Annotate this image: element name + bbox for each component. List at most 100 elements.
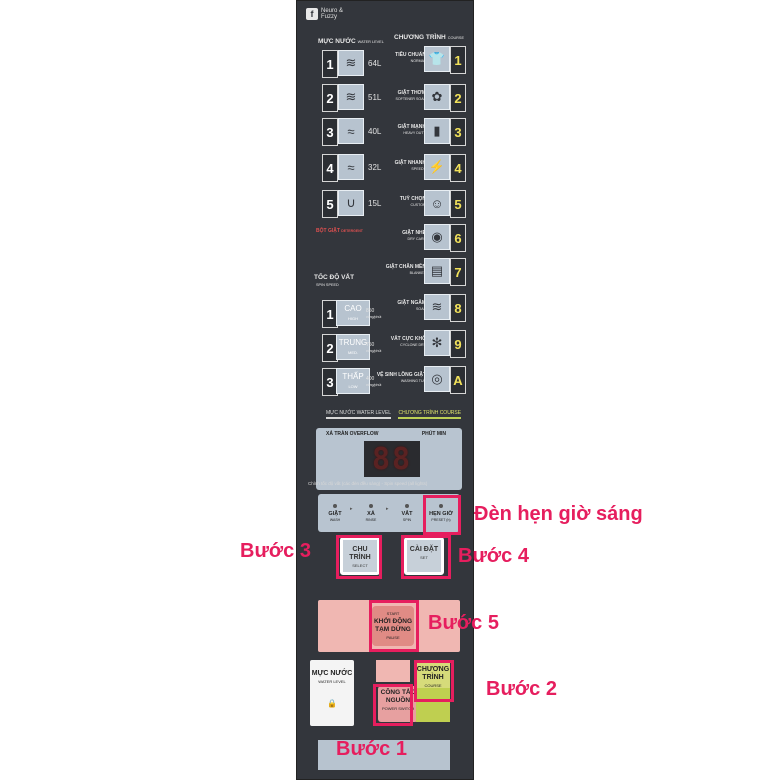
display-box: XẢ TRÀN OVERFLOW PHÚT MIN 88 bbox=[316, 428, 462, 490]
legend-water-level: MỰC NƯỚC WATER LEVEL bbox=[326, 410, 392, 419]
course-num: 9 bbox=[450, 330, 466, 358]
course-num: 3 bbox=[450, 118, 466, 146]
seven-segment-display: 88 bbox=[364, 441, 420, 477]
water-level-icon: ∪ bbox=[338, 190, 364, 216]
arrow-right-icon: ▸ bbox=[350, 506, 353, 512]
water-level-num: 3 bbox=[322, 118, 338, 146]
water-level-icon: ≈ bbox=[338, 154, 364, 180]
custom-icon: ☺ bbox=[424, 190, 450, 216]
panel-bottom-strip bbox=[318, 740, 450, 770]
water-level-value: 64L bbox=[368, 59, 382, 68]
course-num: 5 bbox=[450, 190, 466, 218]
step5-annotation: Bước 5 bbox=[428, 612, 499, 634]
course-num: 1 bbox=[450, 46, 466, 74]
water-level-num: 1 bbox=[322, 50, 338, 78]
blanket-icon: ▤ bbox=[424, 258, 450, 284]
detergent-label: BỘT GIẶT DETERGENT bbox=[316, 228, 363, 234]
led-icon bbox=[333, 504, 337, 508]
water-level-row-1[interactable]: 1 ≋ 64L bbox=[296, 50, 474, 80]
water-level-num: 2 bbox=[322, 84, 338, 112]
dry-care-icon: ◉ bbox=[424, 224, 450, 250]
water-level-row-3[interactable]: 3 ≈ 40L bbox=[296, 118, 474, 148]
course-num: 8 bbox=[450, 294, 466, 322]
step1-annotation: Bước 1 bbox=[336, 738, 407, 760]
water-level-icon: ≋ bbox=[338, 84, 364, 110]
course-num: 7 bbox=[450, 258, 466, 286]
water-level-value: 15L bbox=[368, 199, 382, 208]
step4-annotation: Bước 4 bbox=[458, 545, 529, 567]
water-level-row-4[interactable]: 4 ≈ 32L bbox=[296, 154, 474, 184]
arrow-right-icon: ▸ bbox=[386, 506, 389, 512]
overflow-label: XẢ TRÀN OVERFLOW bbox=[326, 431, 379, 437]
lock-icon: 🔒 bbox=[327, 699, 337, 708]
led-icon bbox=[369, 504, 373, 508]
brand: f Neuro & Fuzzy bbox=[306, 8, 351, 20]
water-level-value: 51L bbox=[368, 93, 382, 102]
brand-name: Neuro & Fuzzy bbox=[321, 8, 344, 20]
water-level-row-2[interactable]: 2 ≋ 51L bbox=[296, 84, 474, 114]
water-level-value: 32L bbox=[368, 163, 382, 172]
water-level-icon: ≈ bbox=[338, 118, 364, 144]
course-num: A bbox=[450, 366, 466, 394]
brand-logo: f bbox=[306, 8, 318, 20]
water-level-row-5[interactable]: 5 ∪ 15L bbox=[296, 190, 474, 220]
power-indicator-area bbox=[376, 660, 410, 682]
shirt-icon: 👕 bbox=[424, 46, 450, 72]
panel-legend: MỰC NƯỚC WATER LEVEL CHƯƠNG TRÌNH COURSE bbox=[326, 410, 462, 419]
step2-annotation: Bước 2 bbox=[486, 678, 557, 700]
tub-icon: ◎ bbox=[424, 366, 450, 392]
course-num: 2 bbox=[450, 84, 466, 112]
heavy-duty-icon: ▮ bbox=[424, 118, 450, 144]
water-level-value: 40L bbox=[368, 127, 382, 136]
step3-annotation: Bước 3 bbox=[240, 540, 311, 562]
water-level-num: 5 bbox=[322, 190, 338, 218]
speedy-icon: ⚡ bbox=[424, 154, 450, 180]
clock-icon bbox=[439, 504, 443, 508]
minutes-label: PHÚT MIN bbox=[421, 431, 446, 437]
led-icon bbox=[405, 504, 409, 508]
course-num: 4 bbox=[450, 154, 466, 182]
legend-course: CHƯƠNG TRÌNH COURSE bbox=[398, 410, 462, 419]
course-num: 6 bbox=[450, 224, 466, 252]
